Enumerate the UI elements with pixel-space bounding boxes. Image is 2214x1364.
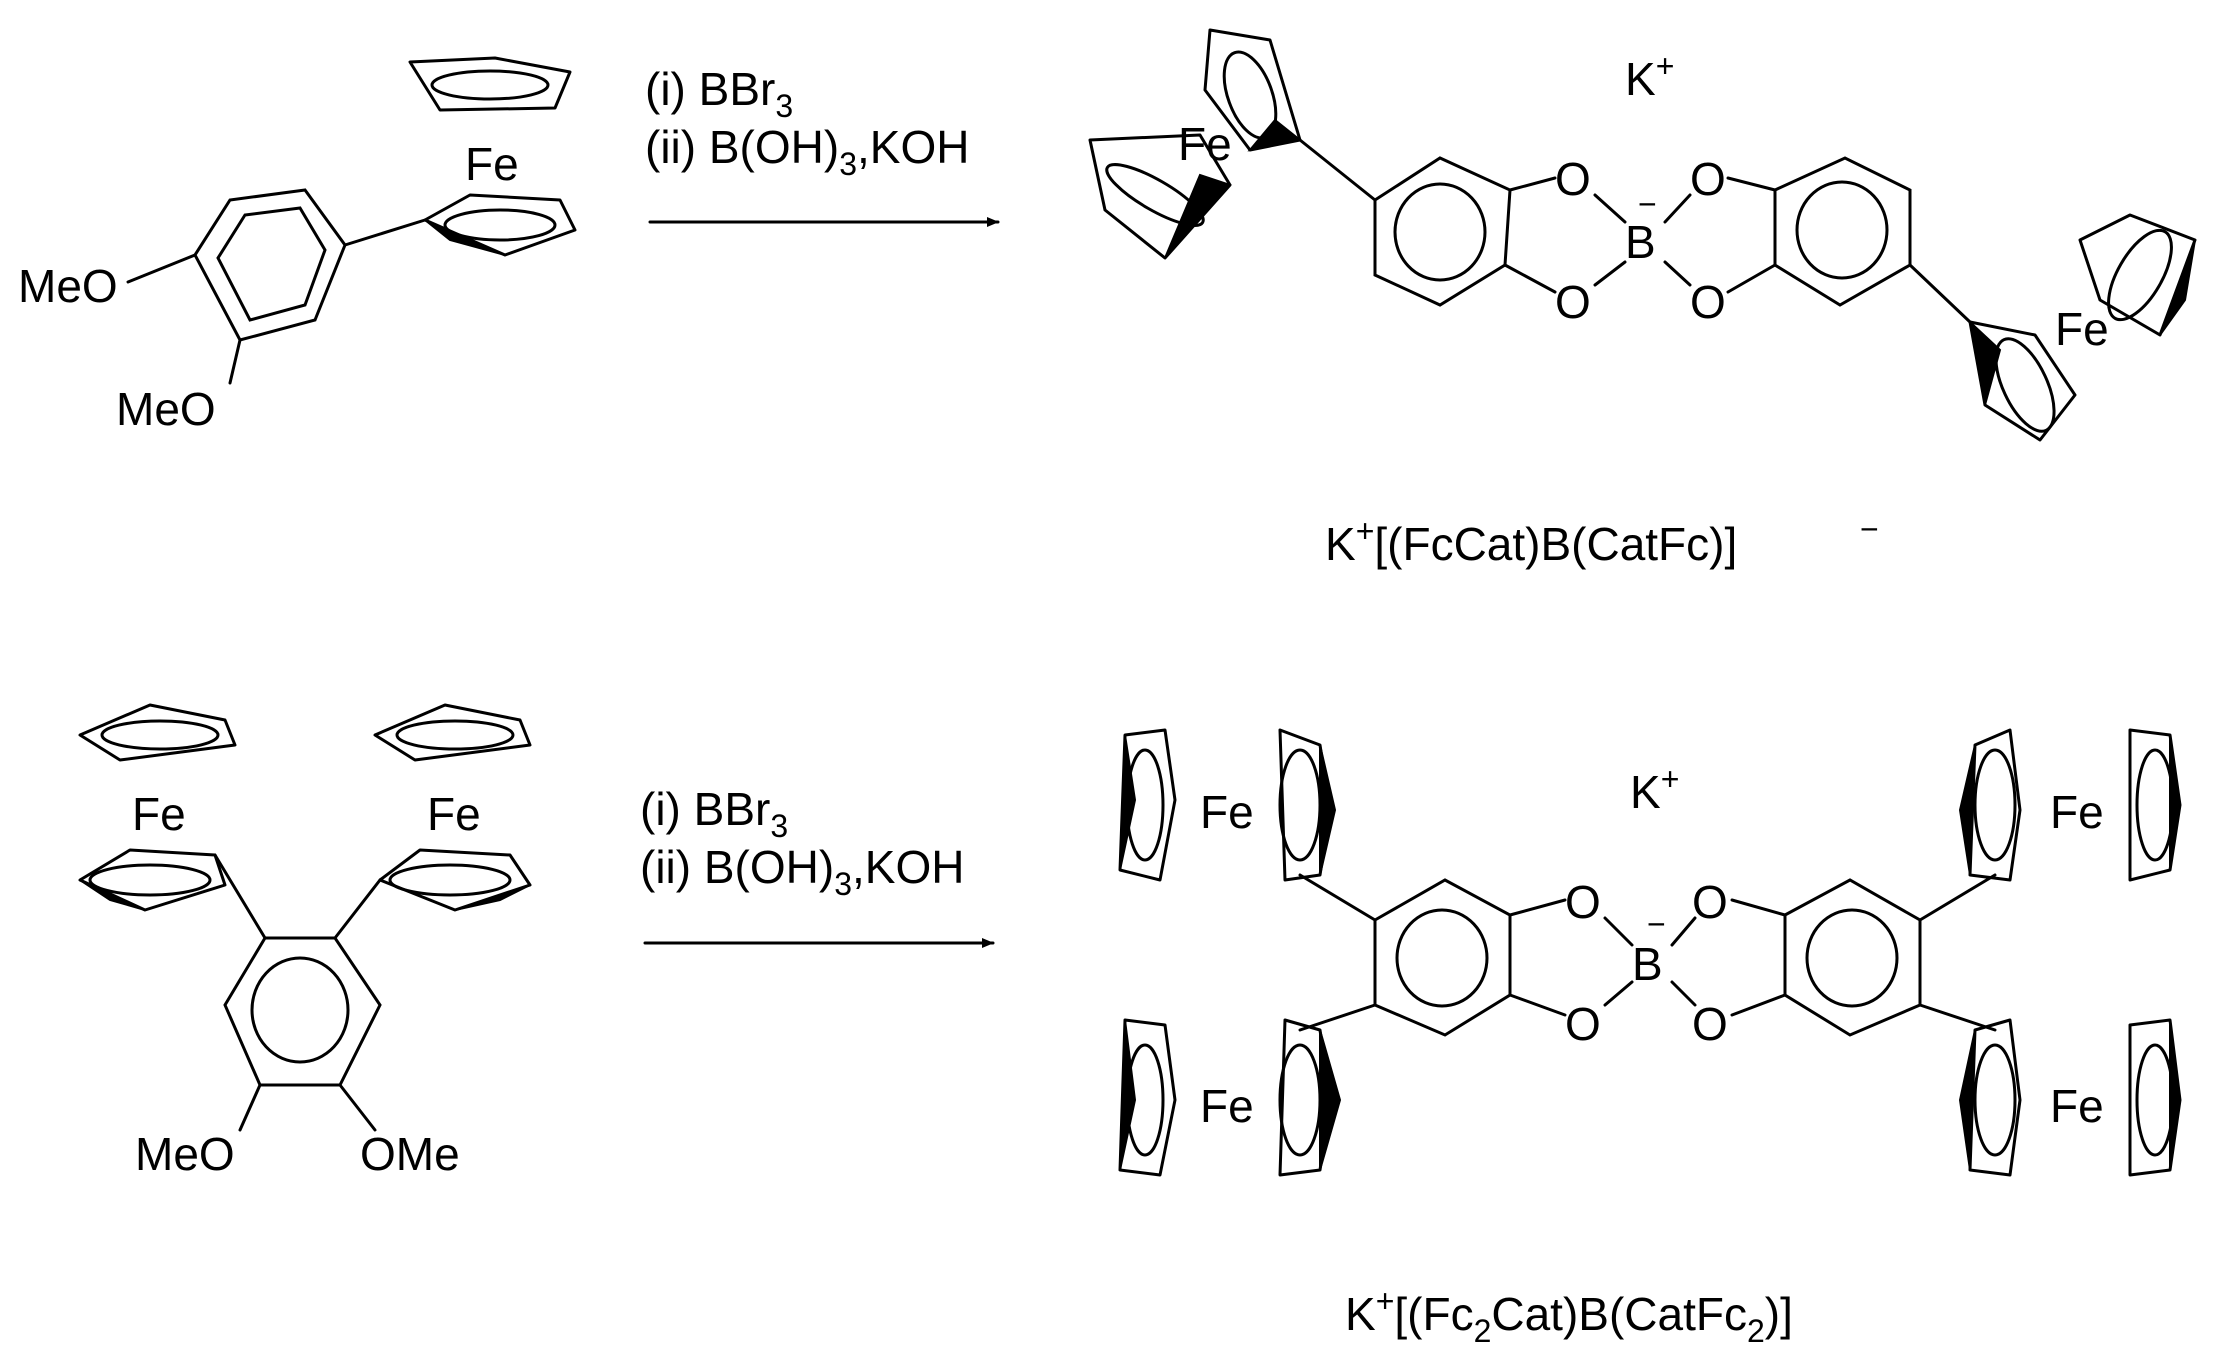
subscript: 3: [839, 146, 857, 182]
reagents-1: (i) BBr3 (ii) B(OH)3,KOH: [645, 63, 1000, 227]
ferrocene-right: Fe: [1968, 213, 2197, 442]
meo-label: MeO: [116, 383, 216, 435]
subscript: 3: [775, 88, 793, 124]
boron-label: B: [1632, 938, 1663, 990]
subscript: 3: [834, 866, 852, 902]
ferrocene-right: Fe: [373, 703, 532, 912]
reactant-1: Fe MeO MeO: [18, 56, 577, 435]
reagent-step-1: (i) BBr: [645, 63, 775, 115]
fe-label: Fe: [132, 788, 186, 840]
cation-label: K+: [1625, 48, 1674, 105]
reagent-step-2: (ii) B(OH): [645, 121, 839, 173]
oxygen-label: O: [1555, 276, 1591, 328]
fe-label: Fe: [1200, 786, 1254, 838]
reagent-step-2-suffix: ,KOH: [852, 841, 964, 893]
meo-bond: [126, 253, 197, 284]
meo-label: MeO: [18, 260, 118, 312]
svg-text:(i) BBr3: (i) BBr3: [640, 783, 788, 844]
reactant-2: Fe Fe MeO OMe: [78, 703, 532, 1180]
reagent-step-2: (ii) B(OH): [640, 841, 834, 893]
boron-charge: −: [1638, 186, 1657, 222]
product-name: K+[(FcCat)B(CatFc)]: [1325, 513, 1737, 570]
subscript: 3: [770, 808, 788, 844]
benzene-ring: [1373, 156, 1512, 307]
cp-ring: [423, 193, 577, 257]
svg-text:(ii) B(OH)3,KOH: (ii) B(OH)3,KOH: [640, 841, 964, 902]
fe-label: Fe: [1200, 1080, 1254, 1132]
fe-label: Fe: [2050, 1080, 2104, 1132]
meo-label: MeO: [135, 1128, 235, 1180]
cp-ring: [408, 56, 572, 112]
oxygen-label: O: [1692, 876, 1728, 928]
ferrocene: Fe: [1958, 728, 2182, 882]
ome-label: OMe: [360, 1128, 460, 1180]
oxygen-label: O: [1565, 876, 1601, 928]
benzene-ring: [1373, 878, 1512, 1037]
oxygen-label: O: [1690, 153, 1726, 205]
reagent-step-1: (i) BBr: [640, 783, 770, 835]
boron-label: B: [1625, 216, 1656, 268]
ferrocene: Fe: [1118, 728, 1337, 882]
ferrocene-left: Fe: [78, 703, 237, 912]
aryl-cp-bond: [1298, 138, 1377, 202]
benzene-ring: [193, 188, 347, 342]
reagents-2: (i) BBr3 (ii) B(OH)3,KOH: [640, 783, 995, 948]
product-charge: −: [1860, 511, 1879, 547]
oxygen-label: O: [1565, 998, 1601, 1050]
boron-charge: −: [1647, 906, 1666, 942]
product-name: K+[(Fc2Cat)B(CatFc2)]: [1345, 1283, 1793, 1349]
benzene-ring: [1773, 156, 1912, 307]
benzene-ring: [1783, 878, 1922, 1037]
oxygen-label: O: [1690, 276, 1726, 328]
svg-text:(ii) B(OH)3,KOH: (ii) B(OH)3,KOH: [645, 121, 969, 182]
cation-label: K+: [1630, 761, 1679, 818]
fe-label: Fe: [1178, 118, 1232, 170]
fe-label: Fe: [2055, 303, 2109, 355]
oxygen-label: O: [1692, 998, 1728, 1050]
benzene-ring: [223, 936, 382, 1087]
meo-bond: [228, 338, 242, 385]
fe-label: Fe: [427, 788, 481, 840]
fe-label: Fe: [465, 138, 519, 190]
ferrocene-left: Fe: [1088, 28, 1303, 260]
svg-text:(i) BBr3: (i) BBr3: [645, 63, 793, 124]
product-2: K+ Fe Fe O: [1118, 728, 2182, 1349]
aryl-cp-bond: [1908, 263, 1972, 324]
ferrocene: Fe: [1118, 1018, 1342, 1177]
reagent-step-2-suffix: ,KOH: [857, 121, 969, 173]
product-1: K+ Fe O O B − O O: [1088, 28, 2197, 570]
ferrocene: Fe: [1958, 1018, 2182, 1177]
oxygen-label: O: [1555, 153, 1591, 205]
fe-label: Fe: [2050, 786, 2104, 838]
aryl-cp-bond: [343, 218, 427, 247]
